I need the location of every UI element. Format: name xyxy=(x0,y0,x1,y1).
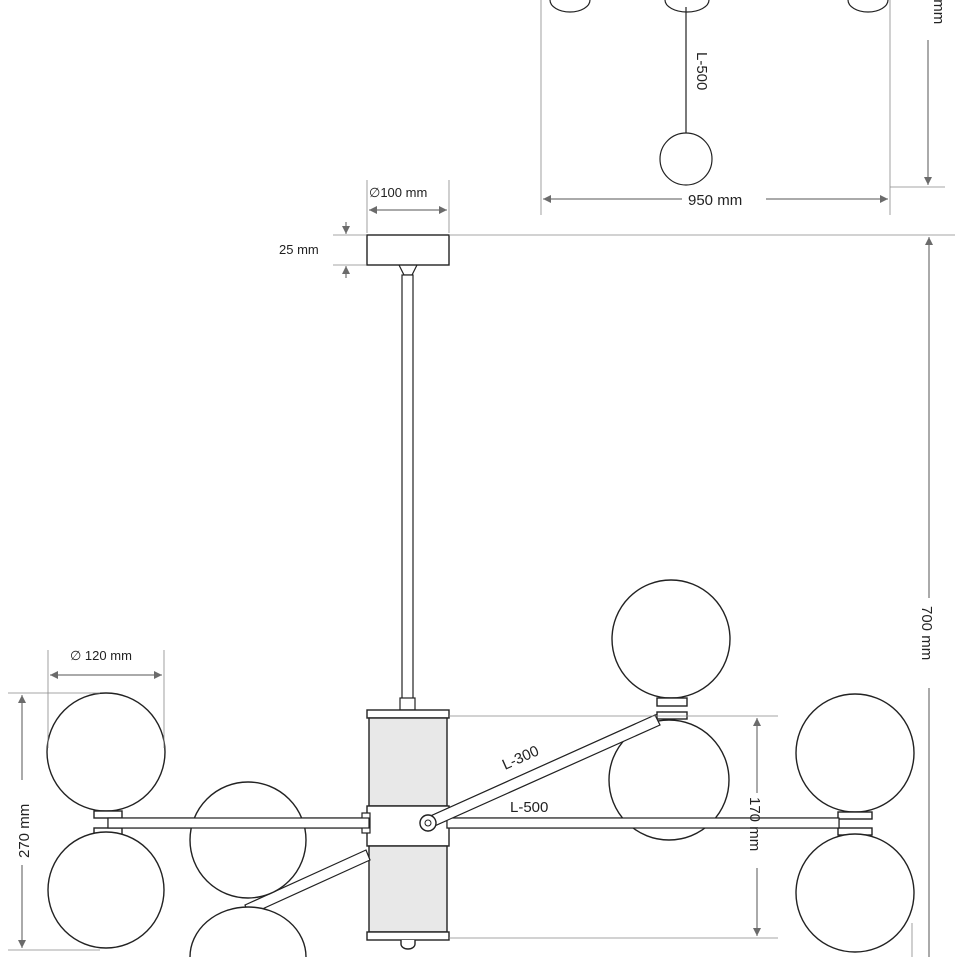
top-rod-label: L-500 xyxy=(693,52,710,90)
globe-pair-height-label: 270 mm xyxy=(16,804,33,858)
top-view xyxy=(549,0,889,186)
suspension-rod xyxy=(401,274,414,701)
top-globe-right xyxy=(847,0,889,13)
top-width-label: 950 mm xyxy=(688,192,742,209)
central-body xyxy=(366,709,450,950)
rod-collar xyxy=(399,697,416,711)
canopy-diameter-label: ∅100 mm xyxy=(369,185,427,200)
globe-center-left-lower xyxy=(189,906,307,957)
tube-height-label: 170 mm xyxy=(746,797,763,851)
canopy-neck xyxy=(398,264,418,276)
arm-long-label: L-500 xyxy=(510,799,548,816)
top-globe-center xyxy=(664,0,710,13)
globe-right-top xyxy=(795,693,915,813)
total-height-label: 700 mm xyxy=(918,606,935,660)
globe-center-left xyxy=(189,781,307,899)
globe-diameter-label: ∅ 120 mm xyxy=(70,648,132,663)
globes xyxy=(46,579,915,957)
ceiling-canopy xyxy=(366,234,450,266)
top-globe-left xyxy=(549,0,591,13)
globe-upper-right-bottom xyxy=(608,719,730,841)
upper-glass-tube xyxy=(368,717,448,807)
globe-upper-right-top xyxy=(611,579,731,699)
top-globe-bottom xyxy=(659,132,713,186)
globe-left-bottom xyxy=(47,831,165,949)
top-height-partial-label: 700 mm xyxy=(930,0,947,24)
globe-right-bottom xyxy=(795,833,915,953)
globe-left-top xyxy=(46,692,166,812)
canopy-height-label: 25 mm xyxy=(279,242,319,257)
finial xyxy=(400,940,416,950)
lower-glass-tube xyxy=(368,845,448,933)
